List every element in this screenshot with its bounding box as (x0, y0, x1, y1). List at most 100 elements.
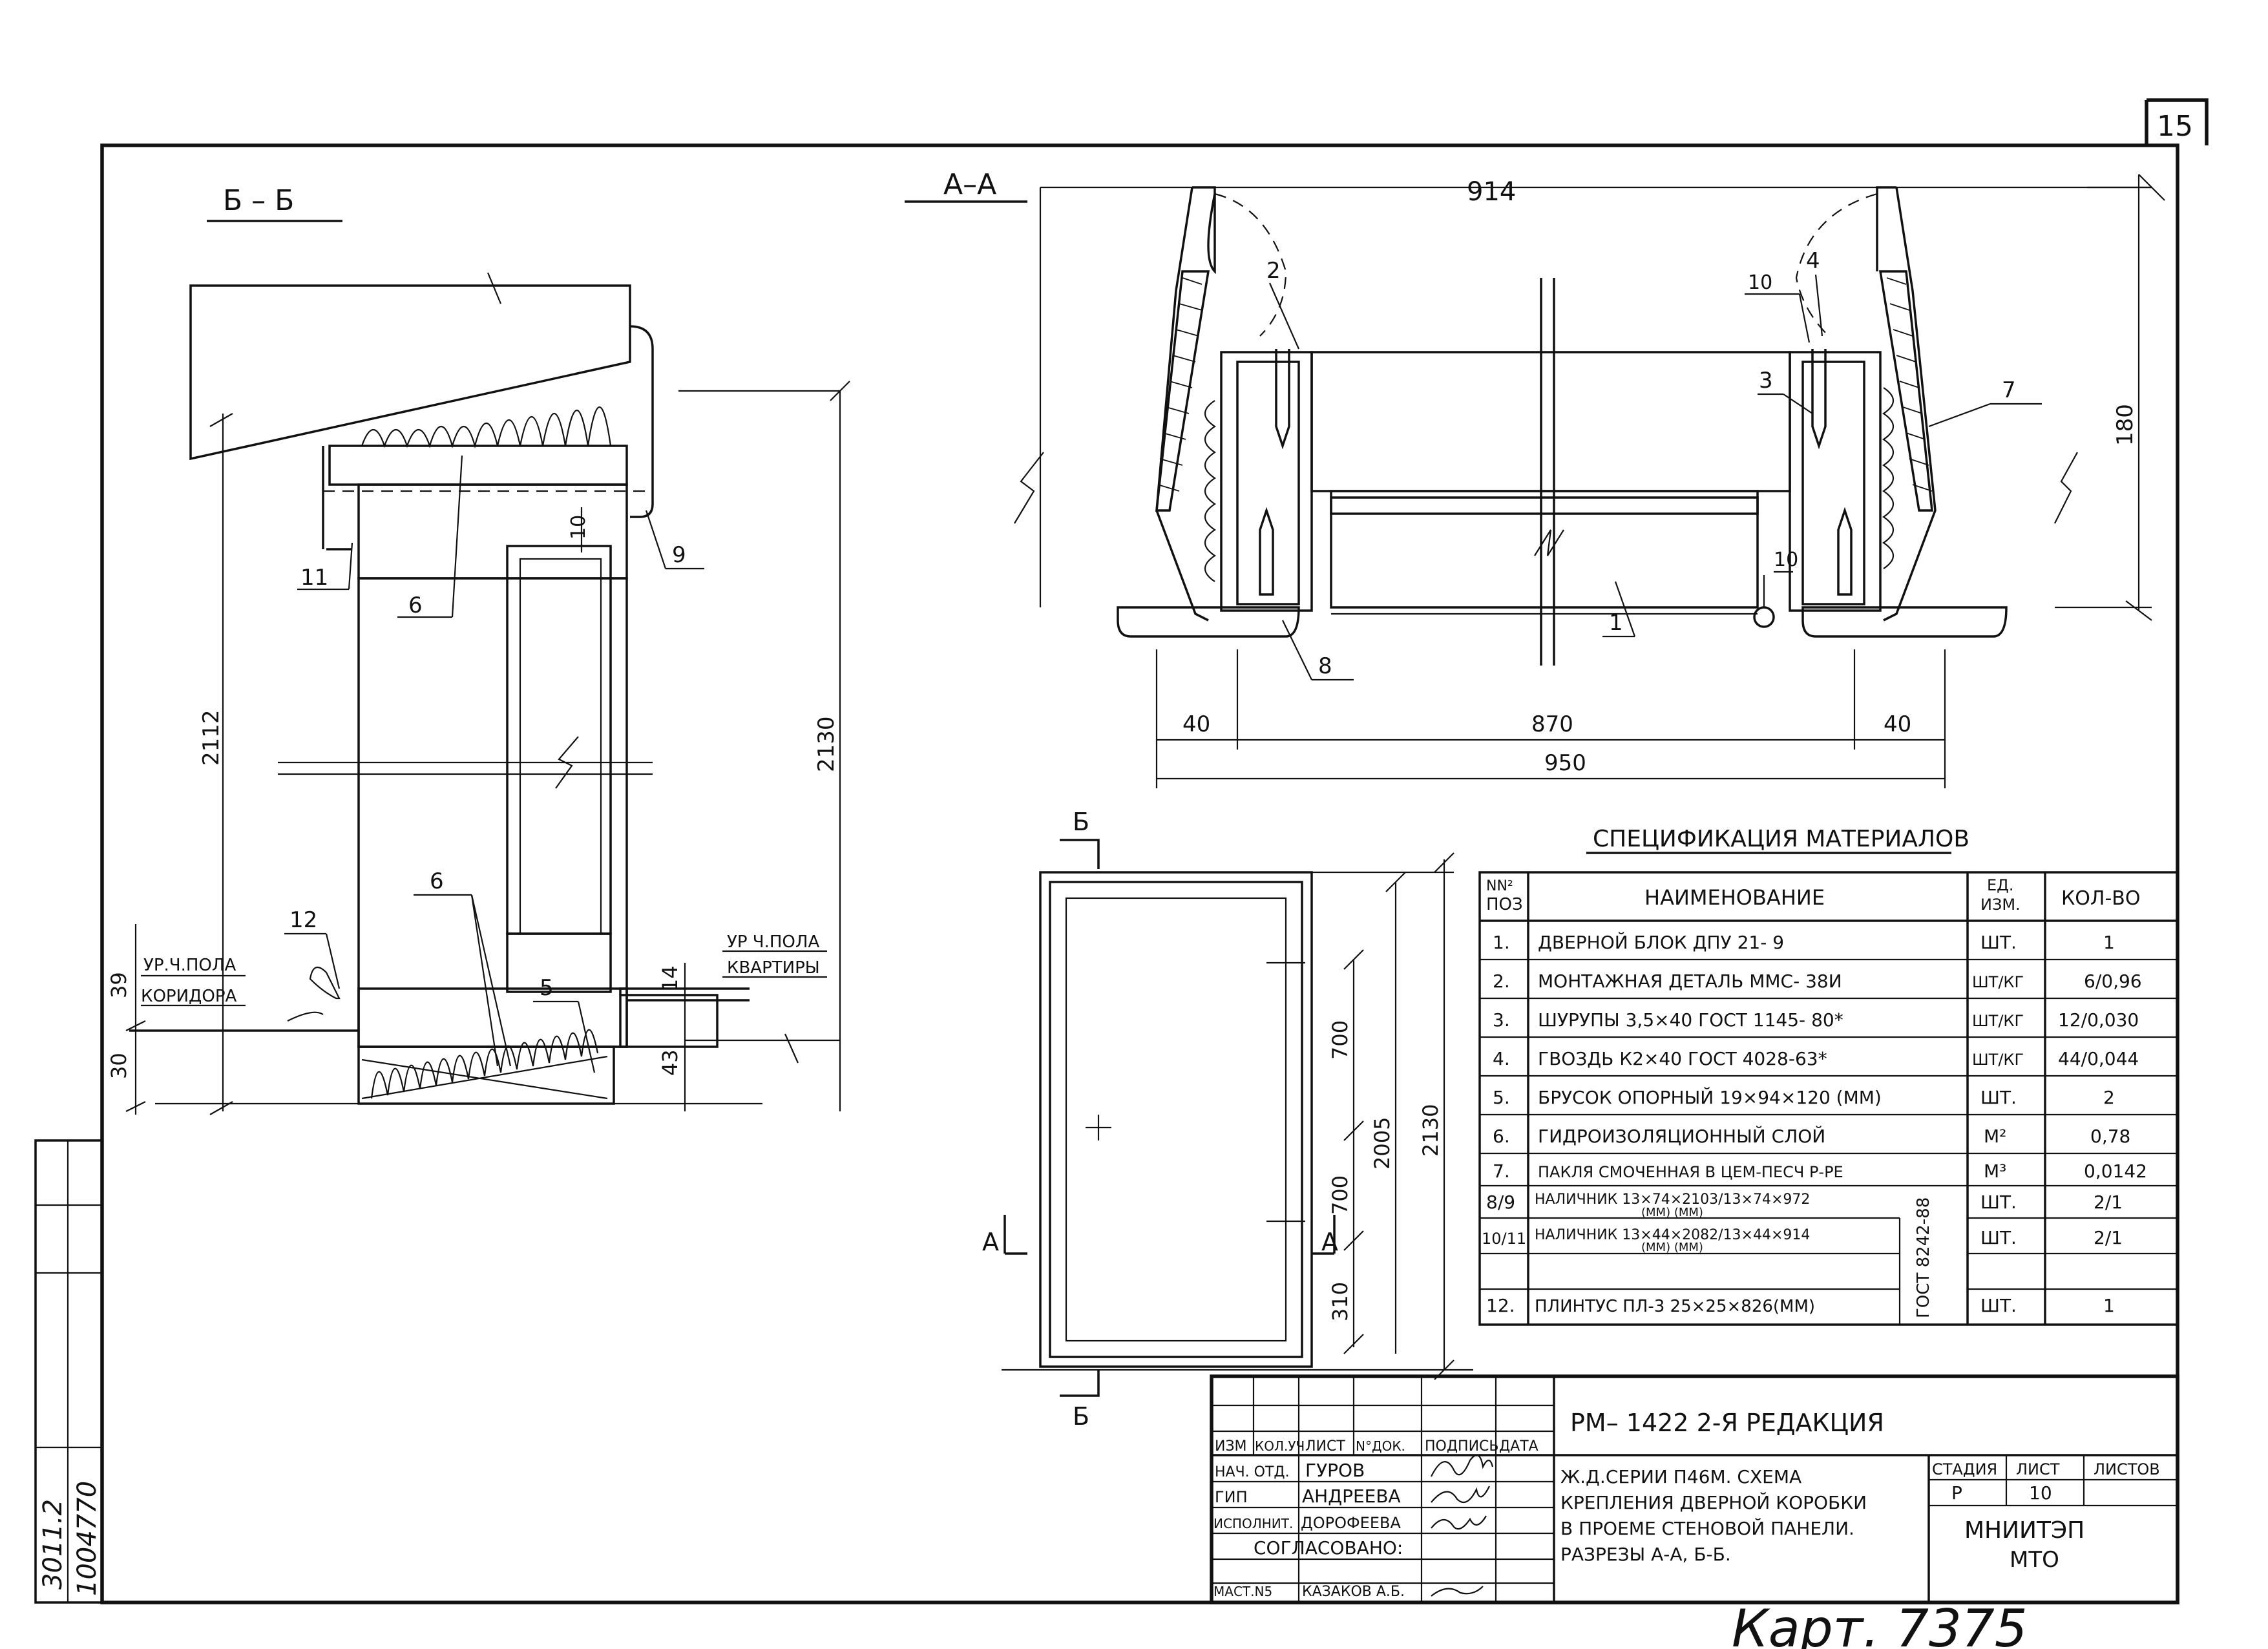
mark-a-right: А (1321, 1228, 1338, 1256)
tb-sheets-label: ЛИСТОВ (2094, 1460, 2160, 1478)
spec-r4-qty: 44/0,044 (2058, 1048, 2139, 1069)
spec-h-pos2: ПОЗ (1486, 895, 1523, 914)
mark-a-left: А (982, 1228, 999, 1256)
tb-project: РМ– 1422 2-Я РЕДАКЦИЯ (1570, 1409, 1884, 1437)
tb-stage: Р (1951, 1482, 1962, 1504)
tb-col-1: КОЛ.УЧ (1255, 1438, 1305, 1454)
callout-aa-1: 1 (1609, 610, 1623, 636)
stamp-line1: 3011.2 (38, 1499, 68, 1590)
callout-aa-4: 4 (1806, 248, 1820, 274)
spec-r2-name: МОНТАЖНАЯ ДЕТАЛЬ ММС- 38И (1538, 971, 1842, 992)
spec-r6-unit: М² (1984, 1126, 2006, 1147)
callout-aa-10b: 10 (1774, 549, 1798, 571)
tb-col-5: ДАТА (1499, 1438, 1538, 1455)
margin-stamp: 3011.2 1004770 (34, 1139, 103, 1604)
spec-r5-qty: 2 (2103, 1087, 2115, 1108)
dim-aa-40-right: 40 (1884, 711, 1911, 737)
tb-sheet: 10 (2029, 1482, 2052, 1504)
spec-h-pos1: NN² (1486, 878, 1513, 894)
spec-h-unit1: ЕД. (1987, 876, 2014, 894)
spec-r4-unit: ШТ/КГ (1972, 1051, 2024, 1069)
footer-card: Карт. 7375 (1732, 1599, 2028, 1649)
section-aa-title: А–А (943, 168, 996, 201)
callout-bb-6b: 6 (430, 868, 444, 894)
dim-aa-180: 180 (2112, 404, 2138, 446)
tb-role-2: ИСПОЛНИТ. (1213, 1516, 1293, 1531)
spec-r4-name: ГВОЗДЬ К2×40 ГОСТ 4028-63* (1538, 1048, 1827, 1069)
callout-aa-7: 7 (2002, 377, 2016, 403)
floor-corridor-line2: КОРИДОРА (141, 987, 237, 1006)
spec-r1-name: ДВЕРНОЙ БЛОК ДПУ 21- 9 (1538, 931, 1784, 953)
dim-aa-870: 870 (1531, 711, 1573, 737)
callout-bb-9: 9 (672, 542, 686, 568)
stamp-line2: 1004770 (72, 1481, 102, 1596)
tb-agreed: СОГЛАСОВАНО: (1254, 1537, 1403, 1559)
tb-desc-3: В ПРОЕМЕ СТЕНОВОЙ ПАНЕЛИ. (1560, 1517, 1854, 1539)
spec-h-unit2: ИЗМ. (1980, 896, 2021, 914)
spec-r6-qty: 0,78 (2090, 1126, 2130, 1147)
signature-4 (1431, 1586, 1484, 1597)
spec-gost-note: ГОСТ 8242-88 (1914, 1197, 1933, 1318)
tb-col-2: ЛИСТ (1305, 1438, 1345, 1455)
spec-r9-qty: 2/1 (2094, 1227, 2123, 1248)
dim-bb-39: 39 (107, 972, 131, 998)
spec-r10-unit: ШТ. (1980, 1295, 2017, 1316)
spec-title: СПЕЦИФИКАЦИЯ МАТЕРИАЛОВ (1593, 826, 1969, 852)
dim-bb-43: 43 (658, 1049, 682, 1076)
spec-r8-sub: (ММ) (ММ) (1641, 1206, 1703, 1219)
callout-aa-8: 8 (1318, 653, 1332, 679)
callout-bb-5: 5 (540, 975, 554, 1001)
tb-desc-1: Ж.Д.СЕРИИ П46М. СХЕМА (1560, 1466, 1801, 1487)
tb-name-0: ГУРОВ (1305, 1460, 1365, 1481)
spec-r8-pos: 8/9 (1486, 1192, 1515, 1213)
right-wall-hatch (1878, 270, 1933, 512)
tb-stage-label: СТАДИЯ (1932, 1460, 1997, 1478)
dim-aa-950: 950 (1544, 750, 1586, 776)
spec-r1-unit: ШТ. (1980, 932, 2017, 953)
spec-r7-unit: М³ (1984, 1161, 2006, 1182)
section-aa: А–А 914 180 (905, 168, 2165, 788)
spec-r8-name: НАЛИЧНИК 13×74×2103/13×74×972 (1535, 1192, 1810, 1208)
title-block: ИЗМ КОЛ.УЧ ЛИСТ N°ДОК. ПОДПИСЬ ДАТА НАЧ.… (1210, 1374, 2179, 1604)
tb-desc-2: КРЕПЛЕНИЯ ДВЕРНОЙ КОРОБКИ (1560, 1491, 1867, 1513)
spec-r8-qty: 2/1 (2094, 1192, 2123, 1213)
spec-r9-pos: 10/11 (1482, 1230, 1526, 1248)
spec-r3-unit: ШТ/КГ (1972, 1012, 2024, 1030)
tb-org-2: МТО (2010, 1547, 2059, 1573)
dim-el-310: 310 (1328, 1282, 1352, 1321)
spec-r4-pos: 4. (1493, 1048, 1510, 1069)
door-elevation: Б Б А А 700 700 310 2005 2130 (982, 808, 1473, 1431)
dim-bb-30: 30 (107, 1053, 131, 1079)
dim-el-700a: 700 (1328, 1020, 1352, 1060)
callout-aa-2: 2 (1266, 258, 1281, 284)
dim-bb-2130: 2130 (814, 716, 839, 772)
tb-check-name: КАЗАКОВ А.Б. (1302, 1584, 1405, 1600)
spec-h-qty: КОЛ-ВО (2061, 887, 2141, 910)
tb-col-3: N°ДОК. (1356, 1438, 1405, 1454)
spec-r5-pos: 5. (1493, 1087, 1510, 1108)
spec-r9-name: НАЛИЧНИК 13×44×2082/13×44×914 (1535, 1227, 1810, 1243)
spec-h-name: НАИМЕНОВАНИЕ (1644, 885, 1825, 910)
floor-corridor-line1: УР.Ч.ПОЛА (143, 956, 236, 975)
spec-r10-pos: 12. (1486, 1295, 1515, 1316)
signature-3 (1431, 1515, 1487, 1530)
callout-bb-10: 10 (567, 515, 590, 540)
spec-r8-unit: ШТ. (1980, 1192, 2017, 1213)
spec-r7-pos: 7. (1493, 1161, 1510, 1182)
spec-r9-unit: ШТ. (1980, 1227, 2017, 1248)
tb-role-1: ГИП (1215, 1488, 1248, 1506)
section-bb-title: Б – Б (223, 184, 294, 217)
spec-r6-pos: 6. (1493, 1126, 1510, 1147)
callout-aa-3: 3 (1759, 368, 1773, 394)
tb-sheet-label: ЛИСТ (2016, 1460, 2060, 1478)
tb-org-1: МНИИТЭП (1964, 1517, 2084, 1544)
tb-name-1: АНДРЕЕВА (1302, 1486, 1401, 1507)
floor-build-up (287, 966, 750, 1105)
dim-el-700b: 700 (1328, 1175, 1352, 1215)
spec-r5-name: БРУСОК ОПОРНЫЙ 19×94×120 (ММ) (1538, 1086, 1882, 1108)
dim-bb-14: 14 (658, 965, 682, 992)
spec-r1-qty: 1 (2103, 932, 2115, 953)
spec-r9-sub: (ММ) (ММ) (1641, 1241, 1703, 1254)
lintel-slab (189, 284, 631, 461)
